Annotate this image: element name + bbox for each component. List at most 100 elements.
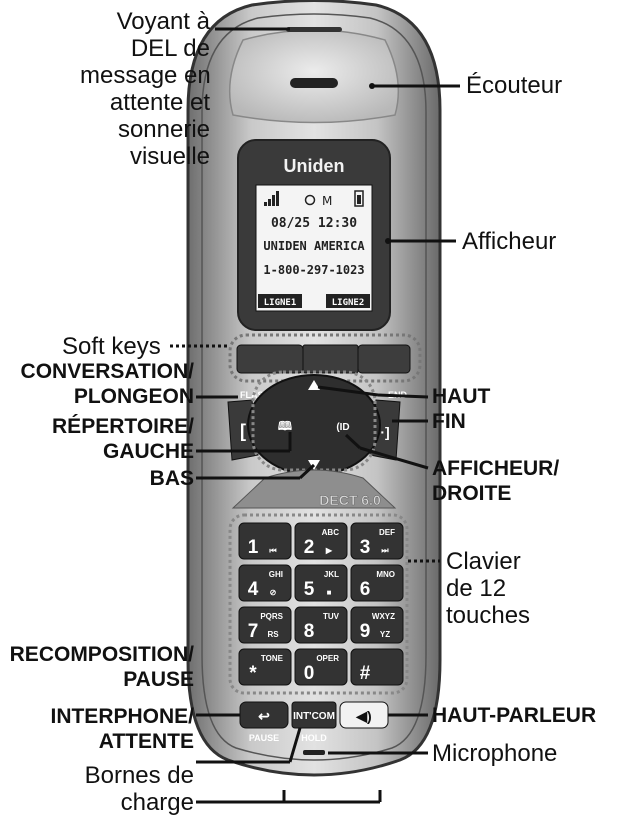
key-1[interactable]: 1⏮	[238, 522, 292, 560]
talk-icon: [	[240, 421, 246, 441]
key-cap	[238, 648, 292, 686]
key-sub-symbol: RS	[267, 630, 279, 639]
microphone-hole	[303, 750, 325, 755]
hold-label: HOLD	[301, 733, 327, 743]
up-arrow-icon	[308, 380, 320, 390]
earpiece-dome	[228, 29, 400, 124]
key-star[interactable]: * TONE	[238, 648, 292, 686]
key-cap	[238, 606, 292, 644]
key-digit: 2	[304, 537, 315, 558]
label-led: Voyant à DEL de message en attente et so…	[80, 8, 211, 170]
label-talk-flash: CONVERSATION/ PLONGEON	[20, 360, 194, 408]
label-down: BAS	[149, 467, 194, 490]
key-cap	[350, 606, 404, 644]
key-sub-symbol: ⏭	[381, 546, 389, 555]
key-digit: 1	[248, 537, 259, 558]
key-sub-symbol: ▶	[325, 546, 333, 555]
label-redial-pause: RECOMPOSITION/ PAUSE	[9, 643, 194, 691]
battery-icon	[354, 190, 364, 207]
key-cap	[294, 648, 348, 686]
keypad-outline	[228, 513, 409, 695]
key-digit: #	[360, 663, 371, 684]
label-line: DEL de	[130, 35, 210, 62]
lcd-soft-left: LIGNE1	[264, 298, 297, 308]
key-cap	[294, 522, 348, 560]
lcd-line-number: 1-800-297-1023	[263, 263, 364, 277]
phonebook-icon: 🕮	[278, 419, 292, 433]
key-digit: 7	[248, 621, 259, 642]
label-display: Afficheur	[462, 228, 557, 255]
dect-label: DECT 6.0	[319, 492, 381, 508]
label-soft-keys: Soft keys	[62, 333, 161, 360]
caller-id-icon: (ID	[336, 422, 349, 433]
label-up: HAUT	[432, 385, 491, 408]
key-letters: ABC	[322, 528, 340, 537]
intercom-label: INT'COM	[293, 711, 335, 722]
key-letters: TONE	[261, 654, 284, 663]
signal-icon	[264, 191, 279, 206]
label-keypad: Clavier de 12 touches	[446, 548, 531, 629]
lcd-screen	[255, 184, 373, 312]
key-digit: 6	[360, 579, 371, 600]
handset-inner-rim	[201, 13, 427, 761]
key-digit: 8	[304, 621, 315, 642]
key-digit: 9	[360, 621, 371, 642]
key-pound[interactable]: #	[350, 648, 404, 686]
brand-logo: Uniden	[284, 156, 345, 176]
key-letters: JKL	[324, 570, 339, 579]
key-digit: *	[249, 663, 257, 684]
key-6[interactable]: 6 MNO	[350, 564, 404, 602]
key-digit: 4	[248, 579, 259, 600]
key-letters: OPER	[316, 654, 339, 663]
label-phonebook-left: RÉPERTOIRE/ GAUCHE	[52, 415, 194, 463]
label-line: attente et	[109, 89, 210, 116]
label-microphone: Microphone	[432, 740, 558, 767]
earpiece-slot	[290, 78, 338, 88]
key-cap	[294, 606, 348, 644]
label-intercom-hold: INTERPHONE/ ATTENTE	[50, 705, 194, 753]
key-cap	[238, 564, 292, 602]
label-charging-contacts: Bornes de charge	[84, 762, 194, 816]
lcd-line-time: 08/25 12:30	[271, 216, 357, 231]
label-line: Voyant à	[116, 8, 210, 35]
lcd-soft-right: LIGNE2	[332, 298, 365, 308]
pause-label: PAUSE	[249, 733, 279, 743]
label-line: sonnerie	[117, 116, 210, 143]
led-indicator	[286, 27, 342, 32]
key-sub-symbol: ⊘	[270, 588, 277, 597]
soft-key-left	[236, 344, 304, 374]
key-cap	[238, 522, 292, 560]
key-digit: 0	[304, 663, 315, 684]
soft-key-right	[357, 344, 411, 374]
voicemail-icon: M	[322, 194, 332, 208]
key-letters: DEF	[379, 528, 395, 537]
key-digit: 3	[360, 537, 371, 558]
intercom-hold-key	[291, 701, 337, 729]
end-icon: ·]	[380, 424, 389, 440]
key-sub-symbol: YZ	[380, 630, 390, 639]
speaker-icon: ◀)	[355, 708, 371, 724]
key-letters: MNO	[376, 570, 395, 579]
key-cap	[350, 564, 404, 602]
label-line: visuelle	[129, 143, 210, 170]
key-letters: WXYZ	[372, 612, 395, 621]
key-cap	[350, 648, 404, 686]
label-callerid-right: AFFICHEUR/ DROITE	[432, 457, 560, 505]
redial-icon: ↩	[258, 708, 270, 724]
key-2[interactable]: 2 ABC ▶	[294, 522, 348, 560]
key-3[interactable]: 3 DEF ⏭	[350, 522, 404, 560]
leader-lines	[170, 27, 460, 804]
dect-band	[231, 469, 397, 509]
lcd-line-name: UNIDEN AMERICA	[263, 239, 365, 253]
soft-key-center	[302, 344, 359, 374]
label-speakerphone: HAUT-PARLEUR	[432, 704, 597, 727]
key-sub-symbol: ⏮	[269, 546, 276, 555]
